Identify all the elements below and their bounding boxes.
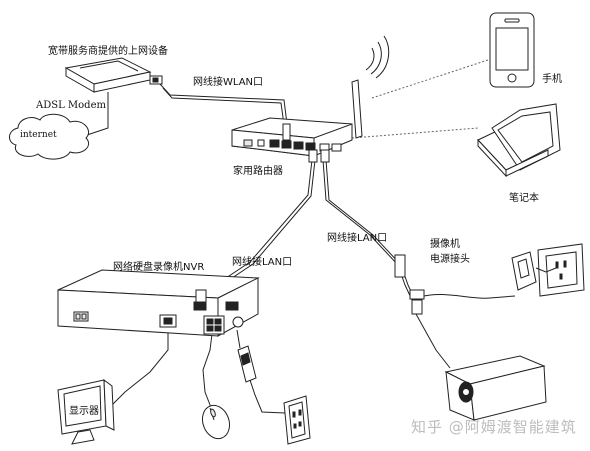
monitor-label: 显示器: [69, 406, 99, 417]
camera-connector: [394, 254, 425, 315]
power-port: [232, 316, 244, 328]
nvr-recorder: [57, 269, 260, 337]
power-connector-label: 电源接头: [430, 254, 470, 265]
router-antenna: [351, 79, 363, 139]
wall-socket-nvr: [283, 395, 311, 445]
camera-power-adapter: [511, 251, 537, 291]
internet-cloud: [9, 113, 90, 160]
modem-internet-cable: [83, 92, 109, 137]
watermark: 知乎 @阿姆渡智能建筑: [411, 418, 577, 436]
camera-label: 摄像机: [430, 239, 460, 250]
adsl-modem-label: ADSL Modem: [36, 100, 106, 111]
nvr-lan-cable: [204, 159, 313, 293]
phone-label: 手机: [542, 74, 562, 85]
laptop-label: 笔记本: [509, 193, 539, 204]
power-switch: [225, 301, 239, 311]
camera-lan-cable: [322, 159, 413, 301]
lan-camera-label: 网线接LAN口: [327, 233, 388, 244]
mouse-cable: [202, 333, 213, 411]
router-label: 家用路由器: [233, 166, 283, 177]
mouse: [201, 404, 231, 440]
nvr-label: 网络硬盘录像机NVR: [113, 262, 205, 273]
isp-device-label: 宽带服务商提供的上网设备: [48, 46, 168, 57]
wireless-link-phone: [371, 59, 489, 99]
lan-nvr-label: 网线接LAN口: [232, 257, 293, 268]
camera-power-cable: [419, 294, 516, 299]
wan-port-label: 网线接WLAN口: [193, 77, 264, 88]
bullet-camera: [415, 313, 547, 421]
wall-socket-camera: [537, 243, 585, 297]
home-router: [231, 35, 390, 163]
monitor-cable: [111, 330, 169, 406]
adsl-modem: [64, 57, 163, 93]
wifi-signal-icon: [365, 47, 375, 71]
cables: [83, 59, 516, 414]
monitor: [57, 378, 115, 445]
wireless-link-laptop: [351, 127, 479, 139]
laptop: [477, 103, 561, 178]
nvr-power-cable: [249, 379, 286, 414]
mobile-phone: [489, 12, 535, 88]
nvr-power-adapter: [237, 345, 257, 383]
internet-label: internet: [20, 130, 57, 140]
